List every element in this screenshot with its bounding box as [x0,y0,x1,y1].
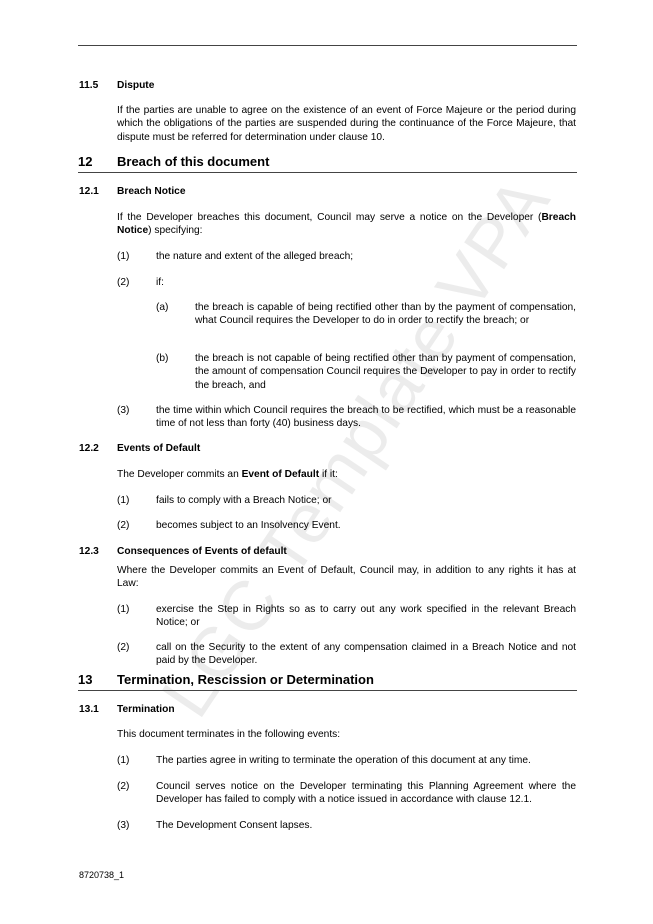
sublist-number: (b) [156,353,169,364]
header-rule [78,45,577,46]
clause-number: 13.1 [79,704,99,715]
list-item: Council serves notice on the Developer t… [156,781,576,806]
clause-number: 12.1 [79,186,99,197]
list-number: (1) [117,755,130,766]
list-number: (1) [117,495,130,506]
section-number: 12 [78,154,93,169]
list-item: becomes subject to an Insolvency Event. [156,520,341,531]
defined-term: Breach Notice [117,212,576,237]
list-item: the nature and extent of the alleged bre… [156,251,354,262]
section-number: 13 [78,672,93,687]
clause-heading: Termination [117,704,175,715]
list-item: if: [156,277,164,288]
list-number: (1) [117,251,130,262]
section-rule [78,690,577,691]
clause-paragraph: The Developer commits an Event of Defaul… [117,469,338,480]
sublist-item: the breach is capable of being rectified… [195,302,576,327]
clause-number: 11.5 [79,80,99,91]
clause-paragraph: This document terminates in the followin… [117,729,341,740]
list-number: (2) [117,781,130,792]
list-number: (2) [117,277,130,288]
section-rule [78,172,577,173]
list-item: call on the Security to the extent of an… [156,642,576,667]
list-item: The Development Consent lapses. [156,820,313,831]
defined-term: Event of Default [241,469,320,480]
clause-heading: Breach Notice [117,186,186,197]
clause-paragraph: Where the Developer commits an Event of … [117,565,576,590]
clause-heading: Dispute [117,80,155,91]
list-item: the time within which Council requires t… [156,405,576,430]
clause-paragraph: If the Developer breaches this document,… [117,212,576,237]
list-item: The parties agree in writing to terminat… [156,755,531,766]
list-number: (1) [117,604,130,615]
sublist-item: the breach is not capable of being recti… [195,353,576,391]
clause-heading: Events of Default [117,443,201,454]
clause-paragraph: If the parties are unable to agree on th… [117,105,576,143]
list-item: fails to comply with a Breach Notice; or [156,495,332,506]
list-number: (2) [117,642,130,653]
section-heading: Breach of this document [117,154,270,169]
document-id: 8720738_1 [79,870,125,880]
clause-number: 12.2 [79,443,99,454]
section-heading: Termination, Rescission or Determination [117,672,374,687]
list-number: (2) [117,520,130,531]
clause-heading: Consequences of Events of default [117,546,287,557]
sublist-number: (a) [156,302,169,313]
list-number: (3) [117,405,130,416]
list-item: exercise the Step in Rights so as to car… [156,604,576,629]
clause-number: 12.3 [79,546,99,557]
list-number: (3) [117,820,130,831]
